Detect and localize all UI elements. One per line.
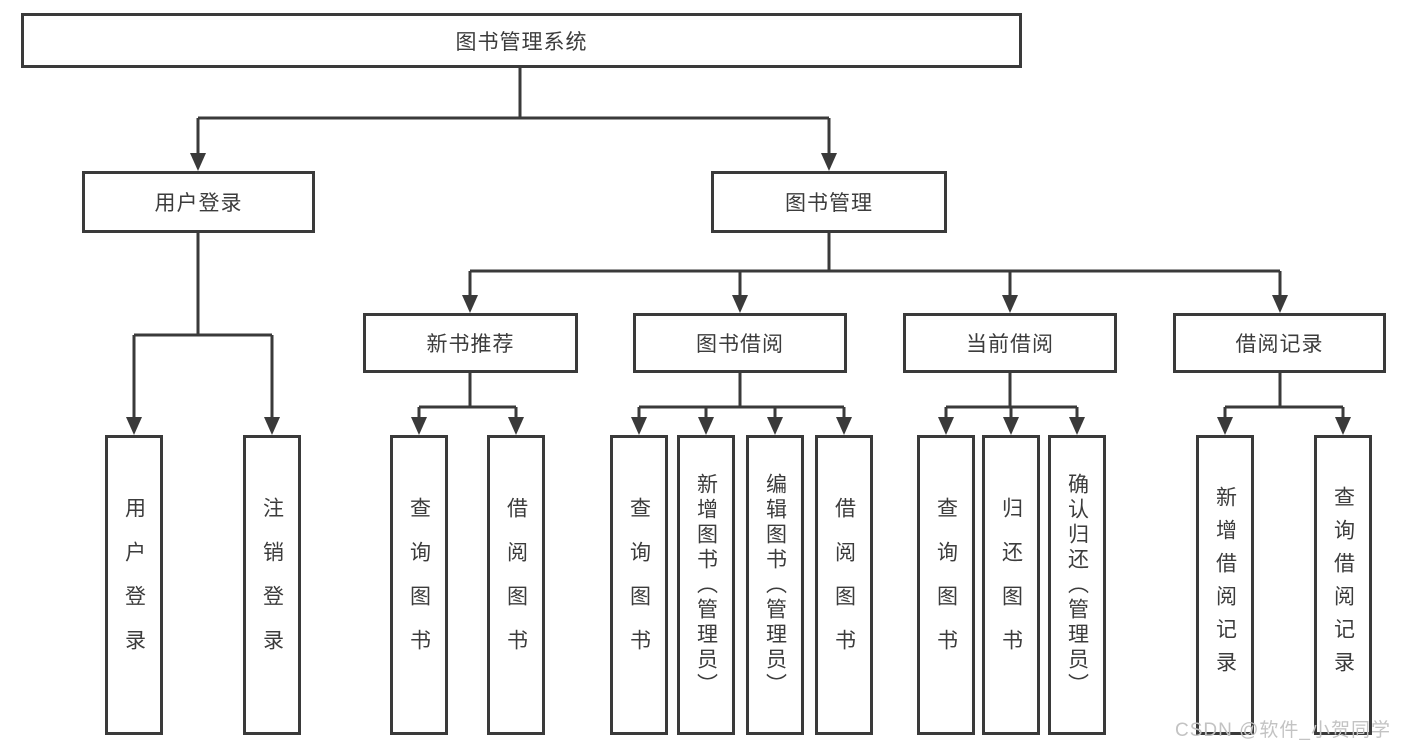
leaf-label: 查询图书 [627,497,651,673]
leaf-query-book-2: 查询图书 [610,435,668,735]
leaf-user-login: 用户登录 [105,435,163,735]
leaf-logout: 注销登录 [243,435,301,735]
node-label: 图书借阅 [696,333,784,356]
node-label: 图书管理 [785,192,873,215]
leaf-query-book-3: 查询图书 [917,435,975,735]
leaf-label: 查询图书 [407,497,431,673]
node-borrow-record: 借阅记录 [1173,313,1386,373]
csdn-watermark: CSDN @软件_小贺同学 [1175,720,1391,741]
leaf-query-borrow-record: 查询借阅记录 [1314,435,1372,735]
leaf-label: 确认归还（管理员） [1065,472,1089,698]
node-book-management-module: 图书管理 [711,171,947,233]
leaf-label: 归还图书 [999,497,1023,673]
node-book-borrow: 图书借阅 [633,313,847,373]
node-label: 新书推荐 [426,333,515,356]
leaf-label: 借阅图书 [504,497,528,673]
leaf-borrow-book-2: 借阅图书 [815,435,873,735]
leaf-label: 注销登录 [260,497,284,673]
node-user-login-module: 用户登录 [82,171,315,233]
node-label: 借阅记录 [1235,333,1324,356]
leaf-label: 新增借阅记录 [1213,486,1237,684]
leaf-label: 查询图书 [934,497,958,673]
node-current-borrow: 当前借阅 [903,313,1117,373]
node-root-system: 图书管理系统 [21,13,1022,68]
leaf-label: 新增图书（管理员） [694,472,718,698]
leaf-add-book-admin: 新增图书（管理员） [677,435,735,735]
leaf-label: 编辑图书（管理员） [763,472,787,698]
leaf-label: 查询借阅记录 [1331,486,1355,684]
leaf-label: 用户登录 [122,497,146,673]
node-new-book-recommend: 新书推荐 [363,313,578,373]
leaf-edit-book-admin: 编辑图书（管理员） [746,435,804,735]
leaf-query-book-1: 查询图书 [390,435,448,735]
leaf-borrow-book-1: 借阅图书 [487,435,545,735]
leaf-label: 借阅图书 [832,497,856,673]
node-label: 用户登录 [154,192,243,215]
leaf-confirm-return-admin: 确认归还（管理员） [1048,435,1106,735]
node-label: 当前借阅 [966,333,1054,356]
node-root-label: 图书管理系统 [455,30,588,54]
leaf-return-book: 归还图书 [982,435,1040,735]
leaf-add-borrow-record: 新增借阅记录 [1196,435,1254,735]
